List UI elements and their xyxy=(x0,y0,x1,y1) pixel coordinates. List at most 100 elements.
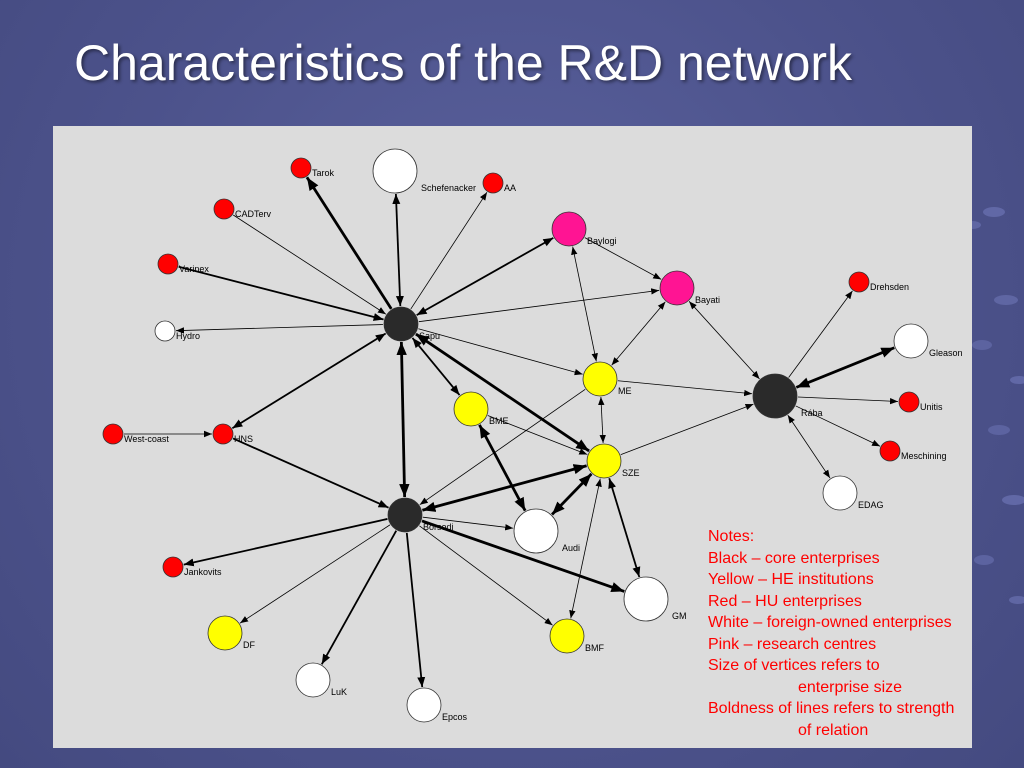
node-circle-meschining xyxy=(879,440,901,462)
node-gm: GM xyxy=(623,576,687,622)
node-label-aa: AA xyxy=(504,183,516,193)
edge-sapu-aa xyxy=(410,191,488,310)
node-label-sze: SZE xyxy=(622,468,640,478)
node-bayati: Bayati xyxy=(659,270,720,306)
edge-sze-bmf xyxy=(569,478,602,619)
node-unitis: Unitis xyxy=(898,391,943,413)
node-circle-schefenacker xyxy=(372,148,418,194)
node-circle-baylogi xyxy=(551,211,587,247)
edge-baylogi-bayati xyxy=(584,237,662,280)
edges-layer xyxy=(124,176,899,688)
edge-baylogi-me xyxy=(571,246,598,362)
edge-sze-raba xyxy=(620,403,754,455)
node-circle-edag xyxy=(822,475,858,511)
node-edag: EDAG xyxy=(822,475,884,511)
edge-raba-gleason xyxy=(795,346,895,389)
node-label-gleason: Gleason xyxy=(929,348,963,358)
node-audi: Audi xyxy=(513,508,580,554)
edge-me-sze xyxy=(598,396,606,444)
notes-line-boldness: Boldness of lines refers to strength xyxy=(708,700,955,717)
node-baylogi: Baylogi xyxy=(551,211,617,247)
node-circle-cadterv xyxy=(213,198,235,220)
notes-heading: Notes: xyxy=(708,528,755,545)
node-label-hydro: Hydro xyxy=(176,331,200,341)
node-circle-tarok xyxy=(290,157,312,179)
node-label-bmf: BMF xyxy=(585,643,605,653)
edge-raba-unitis xyxy=(797,396,899,405)
node-label-jankovits: Jankovits xyxy=(184,567,222,577)
node-circle-drehsden xyxy=(848,271,870,293)
notes-line-size: Size of vertices refers to xyxy=(708,657,880,674)
node-label-meschining: Meschining xyxy=(901,451,947,461)
edge-sapu-bayati xyxy=(418,288,660,323)
node-label-hns: HNS xyxy=(234,434,253,444)
edge-sze-audi xyxy=(551,472,593,516)
node-varinex: Varinex xyxy=(157,253,209,275)
edge-sze-borsodi xyxy=(422,464,587,512)
node-circle-gleason xyxy=(893,323,929,359)
node-sapu: Sapu xyxy=(383,306,440,342)
edge-me-raba xyxy=(617,380,753,397)
edge-bayati-me xyxy=(611,301,666,366)
notes-line-black: Black – core enterprises xyxy=(708,549,880,567)
slide-title: Characteristics of the R&D network xyxy=(74,35,853,91)
edge-sapu-baylogi xyxy=(416,237,554,316)
node-label-baylogi: Baylogi xyxy=(587,236,617,246)
edge-sapu-sze xyxy=(415,332,590,453)
node-label-drehsden: Drehsden xyxy=(870,282,909,292)
node-me: ME xyxy=(582,361,632,397)
node-circle-bayati xyxy=(659,270,695,306)
node-circle-westcoast xyxy=(102,423,124,445)
edge-borsodi-bmf xyxy=(419,525,553,626)
node-label-audi: Audi xyxy=(562,543,580,553)
edge-borsodi-luk xyxy=(320,530,398,665)
notes-line-size-cont: enterprise size xyxy=(798,678,903,696)
node-circle-sze xyxy=(586,443,622,479)
edge-sze-gm xyxy=(608,477,641,578)
node-circle-bme xyxy=(453,391,489,427)
legend-notes: Notes: Black – core enterprises Yellow –… xyxy=(708,526,1020,741)
node-circle-epcos xyxy=(406,687,442,723)
node-label-gm: GM xyxy=(672,611,687,621)
node-circle-varinex xyxy=(157,253,179,275)
node-hydro: Hydro xyxy=(154,320,200,342)
node-circle-aa xyxy=(482,172,504,194)
node-label-luk: LuK xyxy=(331,687,347,697)
edge-varinex-sapu xyxy=(178,265,384,321)
edge-sapu-tarok xyxy=(305,176,393,310)
node-label-edag: EDAG xyxy=(858,500,884,510)
notes-line-red: Red – HU enterprises xyxy=(708,592,862,610)
node-bme: BME xyxy=(453,391,509,427)
edge-raba-edag xyxy=(787,414,831,479)
node-hns: HNS xyxy=(212,423,253,445)
node-cadterv: CADTerv xyxy=(213,198,272,220)
node-raba: Rába xyxy=(752,373,823,419)
node-label-bme: BME xyxy=(489,416,509,426)
node-label-borsodi: Borsodi xyxy=(423,522,454,532)
edge-sapu-hns xyxy=(231,332,387,429)
node-label-westcoast: West-coast xyxy=(124,434,169,444)
edge-bayati-raba xyxy=(688,301,760,380)
node-label-cadterv: CADTerv xyxy=(235,209,272,219)
node-meschining: Meschining xyxy=(879,440,947,462)
notes-line-yellow: Yellow – HE institutions xyxy=(708,571,874,588)
node-circle-gm xyxy=(623,576,669,622)
edge-cadterv-sapu xyxy=(233,214,387,315)
node-drehsden: Drehsden xyxy=(848,271,909,293)
node-label-epcos: Epcos xyxy=(442,712,468,722)
node-df: DF xyxy=(207,615,255,651)
notes-line-boldness-cont: of relation xyxy=(798,721,869,739)
node-label-bayati: Bayati xyxy=(695,295,720,305)
node-circle-luk xyxy=(295,662,331,698)
node-circle-borsodi xyxy=(387,497,423,533)
edge-borsodi-epcos xyxy=(405,532,426,688)
node-label-me: ME xyxy=(618,386,632,396)
edge-borsodi-gm xyxy=(421,519,625,593)
node-circle-sapu xyxy=(383,306,419,342)
node-label-sapu: Sapu xyxy=(419,331,440,341)
node-borsodi: Borsodi xyxy=(387,497,454,533)
edge-sapu-hydro xyxy=(175,324,384,334)
node-epcos: Epcos xyxy=(406,687,468,723)
